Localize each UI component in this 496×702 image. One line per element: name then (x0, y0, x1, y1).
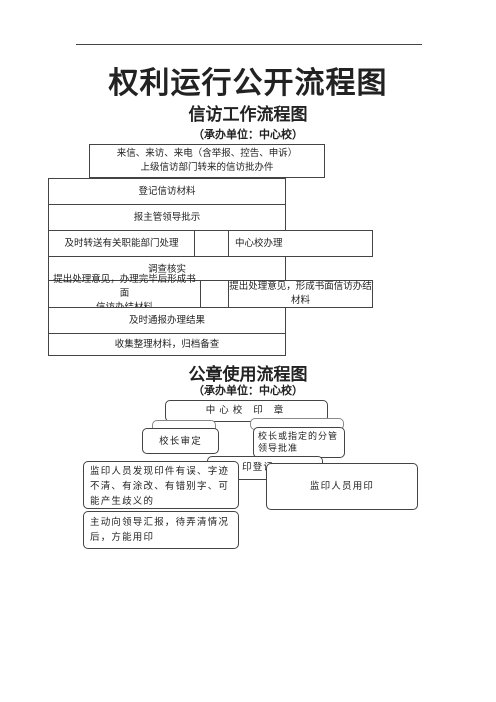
page-title: 权利运行公开流程图 (108, 66, 388, 101)
opinion-right-box: 提出处理意见，形成书面信访办结 材料 (228, 280, 373, 308)
deputy-approve-line2: 领导批准 (258, 444, 299, 454)
header-rule (76, 44, 422, 45)
opinion-left-line1: 提出处理意见，办理完毕后形成书面 (53, 274, 196, 299)
intake-line1: 来信、来访、来电（含举报、控告、申诉） (116, 148, 298, 159)
error-check-box: 监印人员发现印件有误、字迹不清、有涂改、有错别字、可能产生歧义的 (83, 461, 239, 509)
report-back-box: 主动向领导汇报，待弄清情况后，方能用印 (83, 511, 239, 549)
principal-review-box: 校长审定 (142, 428, 219, 454)
archive-box: 收集整理材料，归档备查 (48, 333, 286, 356)
deputy-approve-line1: 校长或指定的分管 (258, 432, 339, 442)
opinion-connector-box (200, 280, 229, 308)
notify-box: 及时通报办理结果 (48, 307, 286, 334)
investigate-box: 调查核实 (48, 256, 286, 283)
register-partial-text: 印登记 (242, 462, 275, 473)
deputy-approve-box: 校长或指定的分管 领导批准 (253, 427, 345, 458)
report-box: 报主管领导批示 (48, 204, 286, 231)
letters-flow-title: 信访工作流程图 (188, 105, 308, 125)
transfer-box: 及时转送有关职能部门处理 (48, 230, 195, 257)
apply-seal-box: 监印人员用印 (266, 463, 418, 510)
transfer-connector-box (194, 230, 229, 257)
seal-flow-unit: （承办单位：中心校） (193, 384, 303, 397)
intake-box: 来信、来访、来电（含举报、控告、申诉） 上级信访部门转来的信访批办件 (89, 144, 325, 178)
seal-flow-title: 公章使用流程图 (188, 365, 308, 385)
seal-top-box: 中心校 印 章 (165, 400, 328, 422)
register-box: 登记信访材料 (48, 178, 286, 205)
intake-line2: 上级信访部门转来的信访批办件 (140, 162, 274, 173)
opinion-right-line1: 提出处理意见，形成书面信访办结 (229, 281, 372, 292)
letters-flow-unit: （承办单位：中心校） (193, 128, 303, 141)
opinion-right-line2: 材料 (290, 295, 310, 306)
center-handle-box: 中心校办理 (228, 230, 373, 257)
